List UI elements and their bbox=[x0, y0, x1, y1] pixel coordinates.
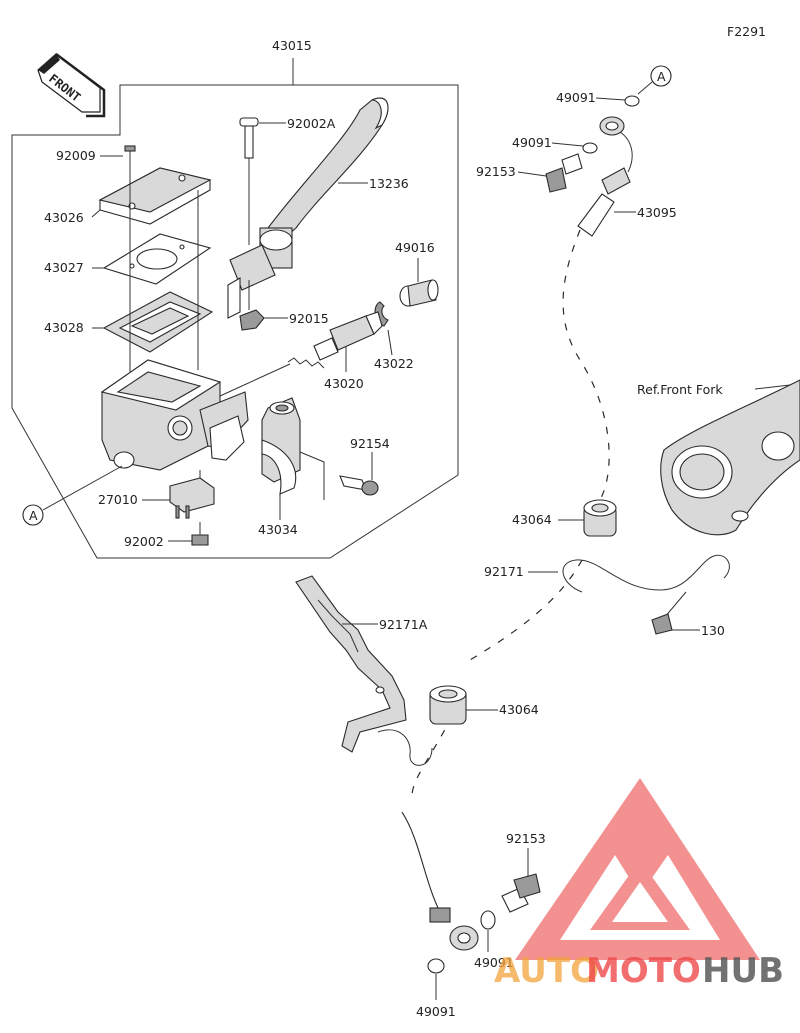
connector-a-right-text: A bbox=[657, 69, 666, 84]
label-43026: 43026 bbox=[44, 210, 84, 225]
label-92171: 92171 bbox=[484, 564, 524, 579]
front-arrow-icon bbox=[37, 53, 106, 118]
label-43064-upper: 43064 bbox=[512, 512, 552, 527]
label-92009: 92009 bbox=[56, 148, 96, 163]
cap-43026 bbox=[98, 167, 212, 225]
label-43028: 43028 bbox=[44, 320, 84, 335]
label-43095: 43095 bbox=[637, 205, 677, 220]
label-130: 130 bbox=[701, 623, 725, 638]
label-43020: 43020 bbox=[324, 376, 364, 391]
assembly-frame bbox=[11, 58, 459, 559]
connector-a-right bbox=[650, 65, 672, 87]
label-92153-lower: 92153 bbox=[506, 831, 546, 846]
label-49016: 49016 bbox=[395, 240, 435, 255]
screw-92009 bbox=[124, 145, 136, 162]
connector-a-left bbox=[22, 504, 44, 526]
watermark-auto: AUTO bbox=[494, 951, 599, 991]
bolt-92153-upper bbox=[545, 153, 583, 193]
watermark-hub: HUB bbox=[702, 951, 784, 991]
wire-clamp-92171 bbox=[562, 554, 730, 593]
hose-43095 bbox=[411, 167, 631, 801]
front-fork-bracket bbox=[660, 379, 800, 536]
label-92171A: 92171A bbox=[379, 617, 428, 632]
diaphragm-43028 bbox=[102, 291, 214, 353]
ref-front-fork: Ref.Front Fork bbox=[637, 382, 723, 397]
figure-code: F2291 bbox=[727, 24, 766, 39]
label-43064-lower: 43064 bbox=[499, 702, 539, 717]
label-92154: 92154 bbox=[350, 436, 390, 451]
label-27010: 27010 bbox=[98, 492, 138, 507]
watermark-moto: MOTO bbox=[586, 951, 701, 991]
label-92153-upper: 92153 bbox=[476, 164, 516, 179]
automotohub-logo-mark bbox=[515, 778, 760, 960]
automotohub-watermark: AUTO MOTO HUB bbox=[494, 951, 784, 991]
label-13236: 13236 bbox=[369, 176, 409, 191]
washer-49091-lower-left bbox=[427, 958, 445, 974]
screw-92002 bbox=[191, 522, 209, 546]
label-92002A: 92002A bbox=[287, 116, 336, 131]
connector-a-left-text: A bbox=[29, 508, 38, 523]
label-43022: 43022 bbox=[374, 356, 414, 371]
boot-49016 bbox=[399, 279, 439, 307]
label-49091-lower-right: 49091 bbox=[474, 955, 514, 970]
clamp-43034 bbox=[261, 397, 301, 495]
label-49091-top: 49091 bbox=[556, 90, 596, 105]
label-92002: 92002 bbox=[124, 534, 164, 549]
label-49091-second: 49091 bbox=[512, 135, 552, 150]
bolt-92153-lower bbox=[501, 873, 541, 913]
bolt-92002A bbox=[239, 117, 259, 159]
label-43034: 43034 bbox=[258, 522, 298, 537]
bracket-92171A bbox=[295, 575, 433, 766]
plate-43027 bbox=[102, 233, 212, 285]
nut-92015 bbox=[239, 309, 265, 331]
washer-49091-second bbox=[582, 142, 598, 154]
grommet-43064-lower bbox=[429, 685, 467, 725]
label-43027: 43027 bbox=[44, 260, 84, 275]
bolt-92154 bbox=[339, 475, 379, 496]
switch-27010 bbox=[169, 477, 215, 519]
grommet-43064-upper bbox=[583, 499, 617, 537]
label-92015: 92015 bbox=[289, 311, 329, 326]
label-43015: 43015 bbox=[272, 38, 312, 53]
bolt-130 bbox=[651, 591, 687, 635]
hose-lower-end bbox=[401, 811, 479, 951]
banjo-upper bbox=[599, 116, 633, 173]
washer-49091-top bbox=[624, 95, 640, 107]
piston-43020 bbox=[287, 311, 383, 369]
washer-49091-lower-right bbox=[480, 910, 496, 930]
master-cylinder-body bbox=[100, 359, 249, 471]
lever-13236 bbox=[227, 97, 389, 319]
label-49091-lower-left: 49091 bbox=[416, 1004, 456, 1019]
